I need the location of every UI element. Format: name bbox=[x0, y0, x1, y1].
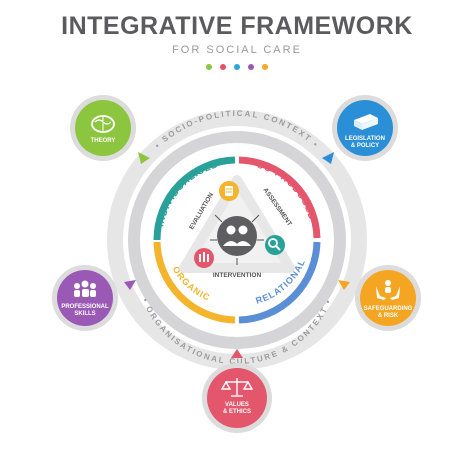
arrow-professional bbox=[124, 280, 136, 290]
node-values: VALUES & ETHICS bbox=[202, 363, 272, 433]
arrow-evaluation bbox=[214, 214, 223, 223]
professional-label-line1: PROFESSIONAL bbox=[61, 304, 109, 310]
arrow-values bbox=[231, 349, 243, 358]
theory-label: THEORY bbox=[91, 138, 116, 144]
people-icon bbox=[74, 280, 96, 297]
legislation-label-line2: & POLICY bbox=[351, 143, 379, 149]
page-title: INTEGRATIVE FRAMEWORK bbox=[61, 12, 413, 40]
arrow-legislation bbox=[322, 152, 334, 164]
inner-ring bbox=[128, 131, 346, 349]
center-people-icon bbox=[217, 216, 257, 256]
dot-purple bbox=[248, 64, 254, 70]
node-legislation: LEGISLATION & POLICY bbox=[332, 95, 398, 161]
values-label-line1: VALUES bbox=[225, 402, 249, 408]
decorative-dots bbox=[0, 64, 474, 70]
node-theory: THEORY bbox=[70, 95, 136, 161]
dot-green bbox=[206, 64, 212, 70]
dot-blue bbox=[234, 64, 240, 70]
arrow-safeguarding bbox=[338, 280, 350, 290]
scales-icon bbox=[220, 378, 254, 397]
assessment-icon bbox=[219, 181, 239, 201]
professional-label-line2: SKILLS bbox=[74, 311, 95, 317]
page-subtitle: FOR SOCIAL CARE bbox=[172, 44, 302, 56]
outer-ring bbox=[107, 110, 367, 370]
values-label-line2: & ETHICS bbox=[223, 409, 251, 415]
safeguarding-label-line2: & RISK bbox=[378, 313, 399, 319]
intervention-icon bbox=[194, 248, 214, 268]
intervention-label: INTERVENTION bbox=[213, 272, 262, 279]
node-safeguarding: SAFEGUARDING & RISK bbox=[355, 265, 421, 331]
book-icon bbox=[354, 114, 378, 130]
segment-co-produced bbox=[238, 156, 321, 239]
segment-organic bbox=[153, 241, 236, 324]
dot-orange bbox=[262, 64, 268, 70]
segment-relational bbox=[238, 241, 321, 324]
arrow-theory bbox=[138, 152, 150, 164]
brain-icon bbox=[91, 115, 115, 133]
search-icon bbox=[265, 235, 285, 255]
safeguarding-label-line1: SAFEGUARDING bbox=[364, 306, 413, 312]
segment-individualised bbox=[153, 156, 236, 241]
hands-icon bbox=[376, 280, 400, 300]
node-professional-skills: PROFESSIONAL SKILLS bbox=[52, 265, 118, 331]
legislation-label-line1: LEGISLATION bbox=[345, 136, 385, 142]
dot-pink bbox=[220, 64, 226, 70]
arrow-assessment bbox=[251, 214, 260, 223]
